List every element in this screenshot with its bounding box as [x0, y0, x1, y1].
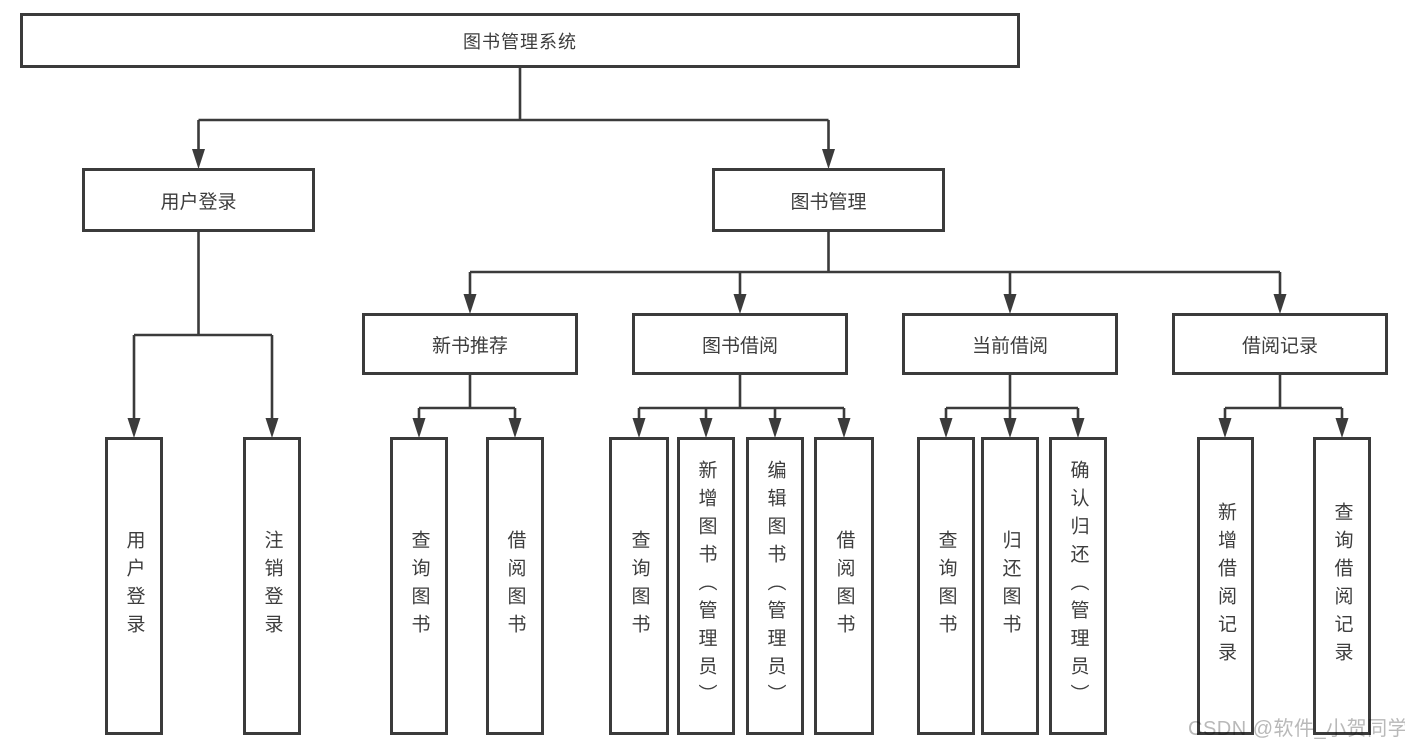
node-borrow-records: 借阅记录 [1172, 313, 1388, 375]
connector-newbooks-children [417, 375, 517, 420]
node-leaf-cb-return-books: 归还图书 [981, 437, 1039, 735]
node-new-book-recommend: 新书推荐 [362, 313, 578, 375]
node-leaf-cb-query-books-label: 查询图书 [935, 530, 957, 642]
node-borrow-records-label: 借阅记录 [1241, 335, 1318, 357]
arrowheads-borrowrecords-children [1218, 418, 1349, 438]
node-leaf-nb-borrow-books: 借阅图书 [486, 437, 544, 735]
arrowheads-currentborrow-children [939, 418, 1085, 438]
node-leaf-br-query-record-label: 查询借阅记录 [1331, 502, 1353, 670]
node-book-management: 图书管理 [712, 168, 945, 232]
watermark: CSDN @软件_小贺同学 [1188, 718, 1405, 740]
node-leaf-user-login-label: 用户登录 [123, 530, 145, 642]
connector-userlogin-children [132, 232, 274, 420]
arrowheads-newbooks-children [412, 418, 522, 438]
node-leaf-cb-confirm-return-admin-label: 确认归还（管理员） [1067, 460, 1089, 712]
connector-borrowrecords-children [1223, 375, 1344, 420]
node-leaf-nb-borrow-books-label: 借阅图书 [504, 530, 526, 642]
node-current-borrow-label: 当前借阅 [971, 335, 1048, 357]
node-leaf-nb-query-books-label: 查询图书 [408, 530, 430, 642]
node-leaf-cb-confirm-return-admin: 确认归还（管理员） [1049, 437, 1107, 735]
arrowheads-level1 [192, 149, 835, 169]
node-root-label: 图书管理系统 [463, 31, 577, 52]
node-book-borrow: 图书借阅 [632, 313, 848, 375]
node-new-book-recommend-label: 新书推荐 [431, 335, 508, 357]
node-leaf-cb-return-books-label: 归还图书 [999, 530, 1021, 642]
arrowheads-bookmgmt-children [463, 294, 1287, 314]
node-leaf-br-add-record: 新增借阅记录 [1197, 437, 1254, 735]
node-leaf-bb-add-books-admin: 新增图书（管理员） [677, 437, 735, 735]
connector-bookmgmt-children [468, 232, 1282, 296]
node-leaf-user-login: 用户登录 [105, 437, 163, 735]
node-book-borrow-label: 图书借阅 [701, 335, 778, 357]
node-leaf-cb-query-books: 查询图书 [917, 437, 975, 735]
connector-root-to-level1 [197, 68, 830, 152]
node-user-login-label: 用户登录 [160, 191, 237, 213]
node-leaf-bb-edit-books-admin-label: 编辑图书（管理员） [764, 460, 786, 712]
node-current-borrow: 当前借阅 [902, 313, 1118, 375]
node-leaf-logout: 注销登录 [243, 437, 301, 735]
node-leaf-bb-query-books-label: 查询图书 [628, 530, 650, 642]
connector-bookborrow-children [637, 375, 846, 420]
node-leaf-bb-edit-books-admin: 编辑图书（管理员） [746, 437, 804, 735]
node-book-management-label: 图书管理 [790, 191, 867, 213]
node-leaf-br-add-record-label: 新增借阅记录 [1215, 502, 1236, 670]
node-leaf-nb-query-books: 查询图书 [390, 437, 448, 735]
node-user-login: 用户登录 [82, 168, 315, 232]
node-leaf-bb-add-books-admin-label: 新增图书（管理员） [695, 460, 717, 712]
arrowheads-userlogin-children [127, 418, 279, 438]
node-leaf-bb-query-books: 查询图书 [609, 437, 669, 735]
node-leaf-bb-borrow-books-label: 借阅图书 [833, 530, 855, 642]
node-leaf-br-query-record: 查询借阅记录 [1313, 437, 1371, 735]
node-leaf-logout-label: 注销登录 [261, 530, 283, 642]
connector-currentborrow-children [944, 375, 1080, 420]
node-leaf-bb-borrow-books: 借阅图书 [814, 437, 874, 735]
node-root: 图书管理系统 [20, 13, 1020, 68]
arrowheads-bookborrow-children [632, 418, 851, 438]
